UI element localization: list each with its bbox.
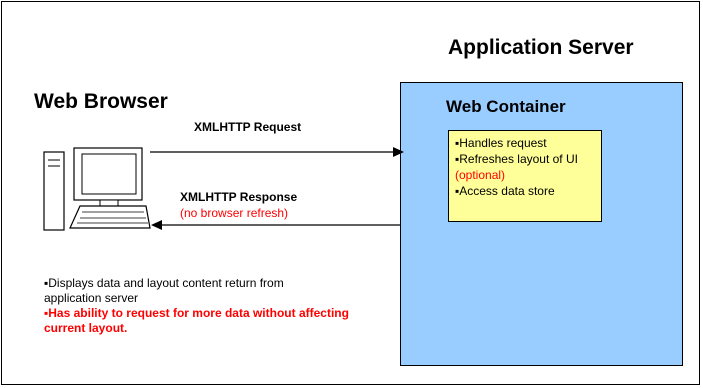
container-notes: ▪Handles request ▪Refreshes layout of UI… (448, 130, 602, 222)
request-arrow (150, 147, 404, 157)
note-handles-request: ▪Handles request (455, 136, 547, 150)
description-line-2: application server (44, 291, 139, 305)
note-access-data-store: ▪Access data store (455, 184, 555, 198)
xmlhttp-response-label: XMLHTTP Response (180, 190, 298, 204)
note-refreshes-layout: ▪Refreshes layout of UI (455, 152, 578, 166)
description-line-3: ▪Has ability to request for more data wi… (44, 306, 349, 320)
web-container-title: Web Container (446, 97, 566, 116)
web-container-box (400, 82, 683, 366)
application-server-title: Application Server (448, 36, 634, 59)
xmlhttp-request-label: XMLHTTP Request (194, 120, 302, 134)
no-browser-refresh-label: (no browser refresh) (180, 206, 289, 220)
description-line-1: ▪Displays data and layout content return… (44, 276, 284, 290)
description-line-4: current layout. (44, 321, 128, 335)
computer-icon (43, 147, 151, 231)
browser-description: ▪Displays data and layout content return… (44, 276, 404, 336)
note-optional: (optional) (455, 168, 506, 182)
web-browser-title: Web Browser (34, 90, 168, 113)
response-arrow (151, 220, 400, 230)
